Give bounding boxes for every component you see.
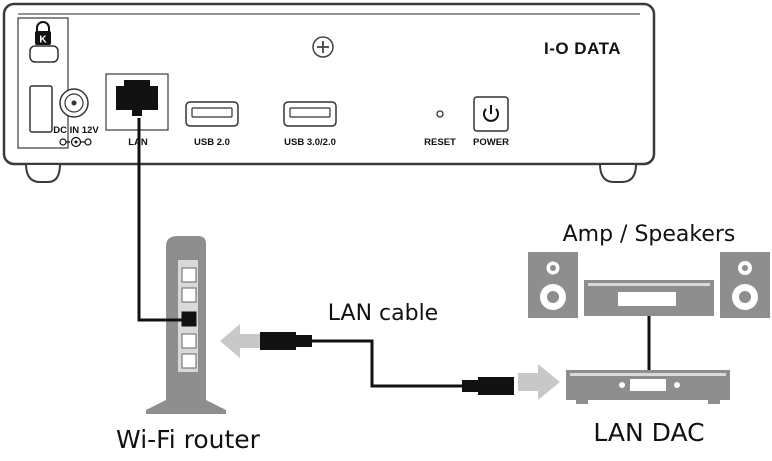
power-label: POWER bbox=[473, 137, 509, 148]
reset-label: RESET bbox=[424, 137, 456, 148]
brand-logo: I-O DATA bbox=[544, 39, 621, 58]
amplifier-display bbox=[618, 292, 676, 306]
cable-boot-right bbox=[462, 380, 478, 392]
wifi-router-label: Wi-Fi router bbox=[116, 425, 261, 454]
power-icon bbox=[483, 105, 499, 122]
dac-display bbox=[630, 379, 666, 391]
reset-hole bbox=[436, 110, 444, 118]
device-rear-panel: K DC IN 12V LAN USB 2.0 bbox=[2, 2, 656, 183]
svg-text:K: K bbox=[39, 35, 47, 46]
usb-port-icon bbox=[185, 101, 239, 127]
lock-slot bbox=[29, 45, 59, 63]
arrow-to-router bbox=[220, 324, 260, 358]
router-port-4 bbox=[181, 333, 197, 349]
usb2-label: USB 2.0 bbox=[194, 137, 230, 148]
dc-polarity-icon bbox=[59, 136, 92, 148]
dc-jack-pin bbox=[71, 100, 77, 106]
amp-speakers-label: Amp / Speakers bbox=[563, 222, 736, 247]
router-port-2 bbox=[181, 287, 197, 303]
cable-plug-right bbox=[478, 377, 514, 395]
lan-dac bbox=[566, 370, 730, 404]
device-foot-right bbox=[598, 163, 638, 183]
cable-plug-left bbox=[260, 332, 296, 350]
arrow-to-dac bbox=[518, 364, 560, 400]
dc-in-label: DC IN 12V bbox=[53, 125, 99, 136]
lan-cable bbox=[260, 332, 514, 395]
device-foot-left bbox=[24, 163, 62, 183]
cable-wire bbox=[312, 339, 462, 388]
router-port-1 bbox=[181, 267, 197, 283]
rj45-port-icon bbox=[116, 80, 158, 116]
lan-dac-label: LAN DAC bbox=[593, 418, 704, 447]
screw-icon bbox=[312, 36, 334, 58]
lan-cable-label: LAN cable bbox=[328, 301, 438, 326]
lan-cable-device-router bbox=[137, 118, 188, 322]
router-port-5 bbox=[181, 353, 197, 369]
usb3-label: USB 3.0/2.0 bbox=[284, 137, 336, 148]
cable-boot-left bbox=[296, 335, 312, 347]
kensington-lock-icon: K bbox=[35, 21, 51, 46]
wifi-router bbox=[146, 236, 226, 414]
side-switch bbox=[29, 85, 53, 133]
amp-speakers bbox=[528, 252, 770, 318]
usb3-port-icon bbox=[283, 101, 337, 127]
